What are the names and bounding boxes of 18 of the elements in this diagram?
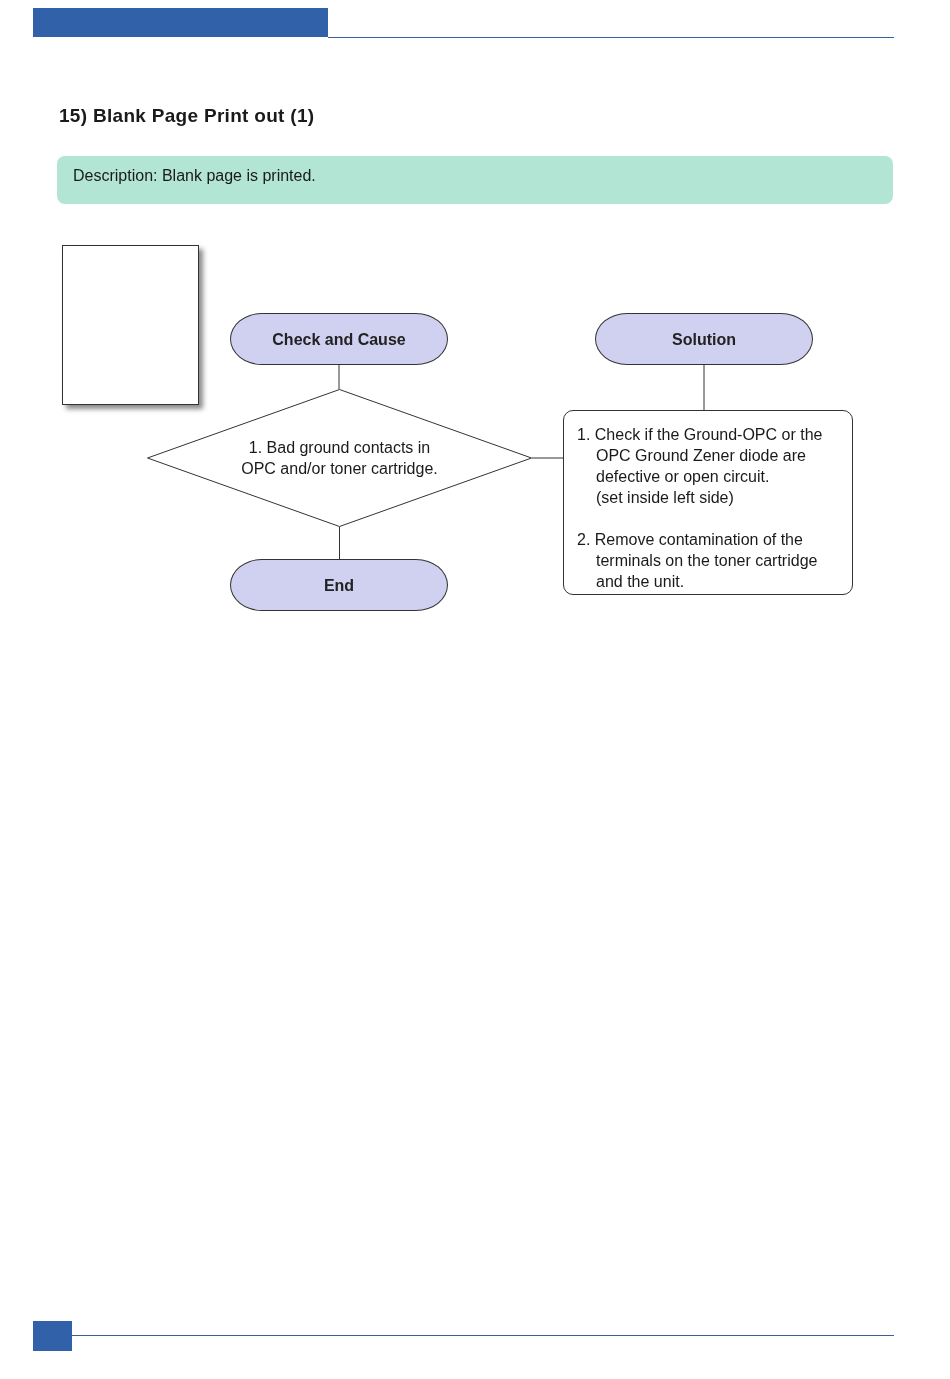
page-title: 15) Blank Page Print out (1) bbox=[59, 104, 315, 128]
step-label: Solution bbox=[672, 329, 736, 349]
connector-line bbox=[338, 364, 340, 390]
step-label: Check and Cause bbox=[272, 329, 406, 349]
cause-text: 1. Bad ground contacts in OPC and/or toner cartridge. bbox=[240, 438, 439, 479]
step-label: End bbox=[323, 575, 355, 595]
solution-box bbox=[563, 410, 853, 595]
description-text: Description: Blank page is printed. bbox=[73, 166, 317, 185]
solution-step: 1. Check if the Ground-OPC or the OPC Ground Zener diode are defective or open circuit. bbox=[577, 424, 848, 487]
connector-line bbox=[703, 364, 705, 411]
description-panel bbox=[57, 156, 893, 204]
connector-line bbox=[531, 457, 564, 459]
solution-step: 2. Remove contamination of the terminals on the toner cartridge and the unit. bbox=[577, 529, 848, 592]
connector-line bbox=[339, 526, 340, 560]
solution-note: (set inside left side) bbox=[595, 488, 735, 508]
terminator bbox=[230, 313, 448, 365]
terminator bbox=[230, 559, 448, 611]
terminator bbox=[595, 313, 813, 365]
